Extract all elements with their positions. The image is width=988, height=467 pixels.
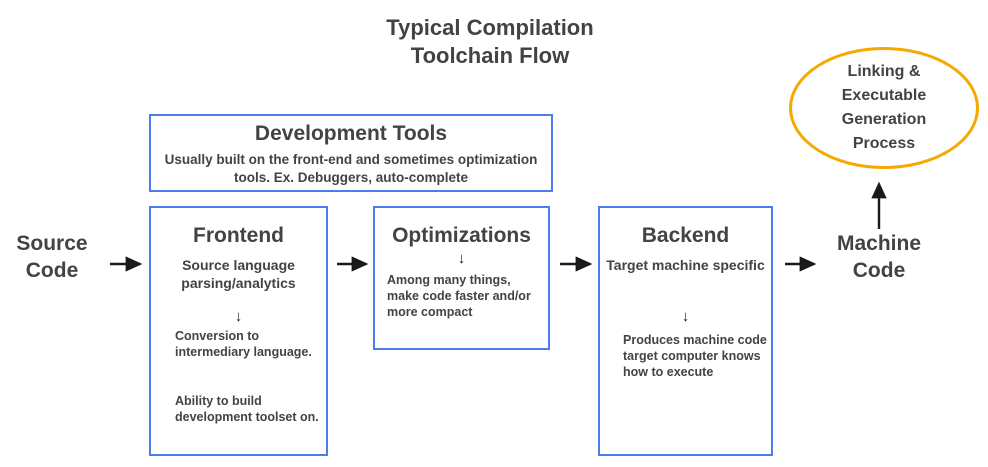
- linking-process-label: Linking & Executable Generation Process: [789, 60, 979, 156]
- linking-process-line-3: Generation: [841, 111, 927, 128]
- backend-down-arrow-icon: ↓: [681, 308, 690, 325]
- linking-process-ellipse[interactable]: [789, 47, 979, 169]
- backend-body-text: Produces machine code target computer kn…: [623, 333, 767, 379]
- frontend-down-arrow-icon: ↓: [234, 308, 243, 325]
- machine-code-line-2: Code: [852, 259, 906, 282]
- frontend-title: Frontend: [193, 224, 284, 247]
- frontend-subtitle: Source language parsing/analytics: [181, 257, 296, 291]
- frontend-body-text-2: Ability to build development toolset on.: [175, 394, 319, 424]
- frontend-body-text-1: Conversion to intermediary language.: [175, 329, 312, 359]
- linking-process-line-2: Executable: [841, 87, 927, 104]
- optimizations-down-arrow-icon: ↓: [457, 250, 466, 267]
- optimizations-body-text: Among many things, make code faster and/…: [387, 273, 531, 319]
- page-title-line-1: Typical Compilation: [386, 15, 594, 40]
- machine-code-line-1: Machine: [836, 232, 922, 255]
- source-code-label: Source Code: [4, 230, 100, 284]
- frontend-box[interactable]: [149, 206, 328, 456]
- page-title-line-2: Toolchain Flow: [410, 43, 570, 68]
- backend-title: Backend: [641, 224, 730, 247]
- linking-process-line-4: Process: [852, 135, 916, 152]
- development-tools-description: Usually built on the front-end and somet…: [164, 152, 538, 185]
- optimizations-box[interactable]: [373, 206, 550, 350]
- optimizations-title: Optimizations: [392, 224, 531, 247]
- machine-code-label: Machine Code: [824, 230, 934, 284]
- development-tools-title: Development Tools: [254, 122, 448, 145]
- page-title: Typical Compilation Toolchain Flow: [330, 14, 650, 70]
- backend-box[interactable]: [598, 206, 773, 456]
- backend-subtitle: Target machine specific: [606, 257, 765, 273]
- linking-process-line-1: Linking &: [847, 63, 921, 80]
- source-code-line-2: Code: [25, 259, 79, 282]
- development-tools-box[interactable]: [149, 114, 553, 192]
- source-code-line-1: Source: [16, 232, 88, 255]
